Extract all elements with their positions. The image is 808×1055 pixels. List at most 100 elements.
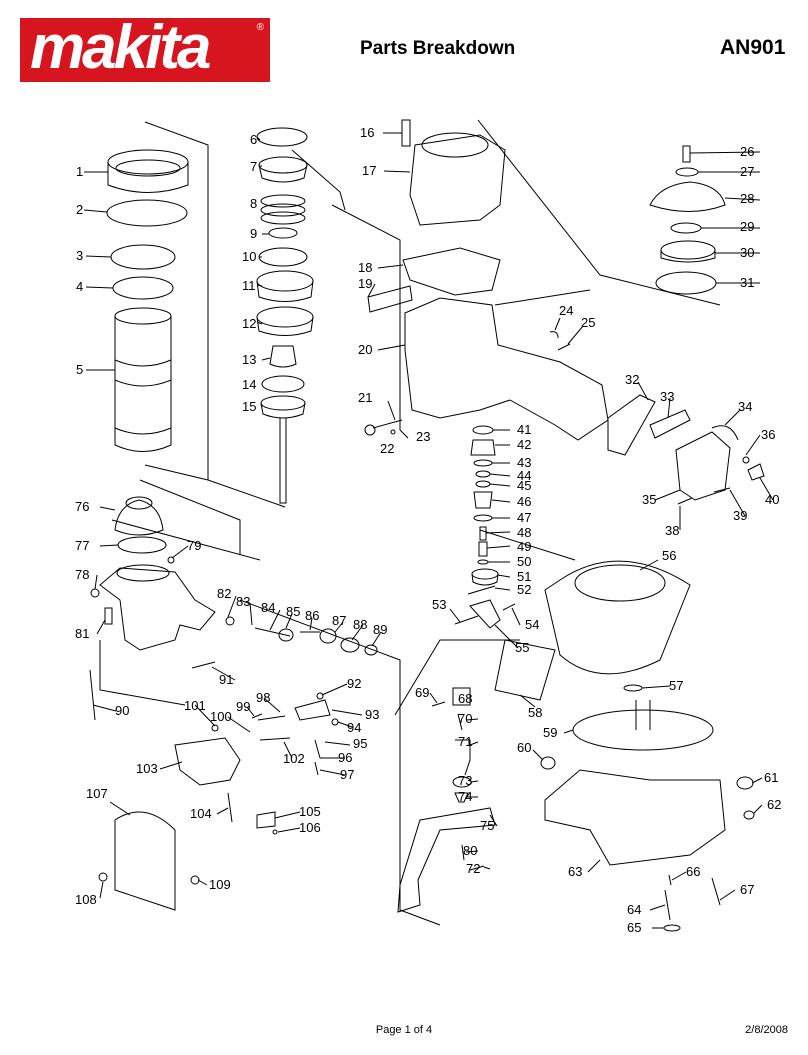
label-48: 48 [517, 525, 531, 540]
part-33 [649, 409, 691, 439]
part-26 [682, 145, 691, 163]
group-line [144, 464, 209, 481]
part-42 [470, 439, 496, 456]
label-28: 28 [740, 191, 754, 206]
part-85 [278, 628, 294, 642]
part-103 [174, 737, 241, 786]
part-72 [469, 865, 485, 871]
part-59-stem [635, 700, 651, 730]
part-20-body [404, 297, 609, 441]
part-15-head [260, 395, 306, 411]
label-106: 106 [299, 820, 321, 835]
label-27: 27 [740, 164, 754, 179]
label-31: 31 [740, 275, 754, 290]
part-7-top [258, 156, 308, 174]
part-51-top [471, 568, 499, 580]
part-5-body [114, 316, 172, 452]
logo-registered-mark: ® [256, 22, 264, 33]
label-16: 16 [360, 125, 374, 140]
part-6 [256, 127, 308, 147]
label-83: 83 [236, 594, 250, 609]
part-31 [655, 271, 717, 295]
label-42: 42 [517, 437, 531, 452]
label-5: 5 [76, 362, 83, 377]
part-19 [367, 285, 413, 313]
part-107 [114, 811, 176, 911]
label-64: 64 [627, 902, 641, 917]
label-18: 18 [358, 260, 372, 275]
page-title: Parts Breakdown [360, 38, 516, 59]
part-67 [711, 877, 721, 906]
part-66 [668, 874, 672, 886]
part-64-spring [664, 889, 671, 921]
part-89 [364, 644, 378, 656]
part-12-body [256, 316, 314, 336]
part-50 [477, 559, 489, 565]
part-29 [670, 222, 702, 234]
part-99 [251, 713, 263, 719]
part-17-cap [409, 134, 506, 226]
label-87: 87 [332, 613, 346, 628]
label-81: 81 [75, 626, 89, 641]
label-58: 58 [528, 705, 542, 720]
label-32: 32 [625, 372, 639, 387]
part-44 [475, 470, 491, 478]
part-34 [711, 425, 739, 441]
part-60 [540, 756, 556, 770]
part-17-top [421, 132, 489, 158]
part-82 [225, 616, 235, 626]
label-67: 67 [740, 882, 754, 897]
label-93: 93 [365, 707, 379, 722]
label-103: 103 [136, 761, 158, 776]
part-55 [469, 599, 501, 629]
part-43 [473, 459, 493, 467]
part-74 [454, 792, 469, 803]
model-number: AN901 [720, 36, 786, 59]
part-68 [452, 687, 471, 706]
part-78 [90, 588, 100, 598]
label-73: 73 [458, 773, 472, 788]
label-45: 45 [517, 478, 531, 493]
label-55: 55 [515, 640, 529, 655]
part-8-c [260, 211, 306, 225]
part-69 [431, 701, 446, 707]
part-59 [572, 709, 714, 751]
label-47: 47 [517, 510, 531, 525]
label-85: 85 [286, 604, 300, 619]
label-98: 98 [256, 690, 270, 705]
part-5-bands [114, 359, 172, 435]
label-46: 46 [517, 494, 531, 509]
part-38 [677, 497, 693, 505]
part-32 [607, 394, 656, 456]
label-63: 63 [568, 864, 582, 879]
part-56-top [574, 564, 666, 602]
label-23: 23 [416, 429, 430, 444]
part-7-body [258, 164, 308, 183]
part-54 [502, 603, 516, 611]
part-96 [314, 739, 321, 759]
part-25 [557, 343, 571, 351]
part-13 [269, 345, 297, 368]
group-line [99, 640, 186, 706]
part-12-top [256, 306, 314, 328]
label-59: 59 [543, 725, 557, 740]
document-date: 2/8/2008 [745, 1024, 788, 1036]
part-81-top [116, 564, 170, 582]
part-46 [473, 491, 493, 509]
part-88 [340, 637, 360, 653]
part-101 [211, 724, 219, 732]
part-24 [549, 331, 559, 339]
part-65 [663, 924, 681, 932]
part-93 [294, 699, 331, 721]
label-82: 82 [217, 586, 231, 601]
label-25: 25 [581, 315, 595, 330]
part-57 [623, 684, 643, 692]
label-4: 4 [76, 279, 83, 294]
part-97 [314, 761, 319, 776]
part-49 [478, 541, 488, 557]
label-89: 89 [373, 622, 387, 637]
part-30-body [660, 250, 716, 263]
group-line [111, 519, 261, 561]
label-21: 21 [358, 390, 372, 405]
part-80 [461, 844, 465, 861]
